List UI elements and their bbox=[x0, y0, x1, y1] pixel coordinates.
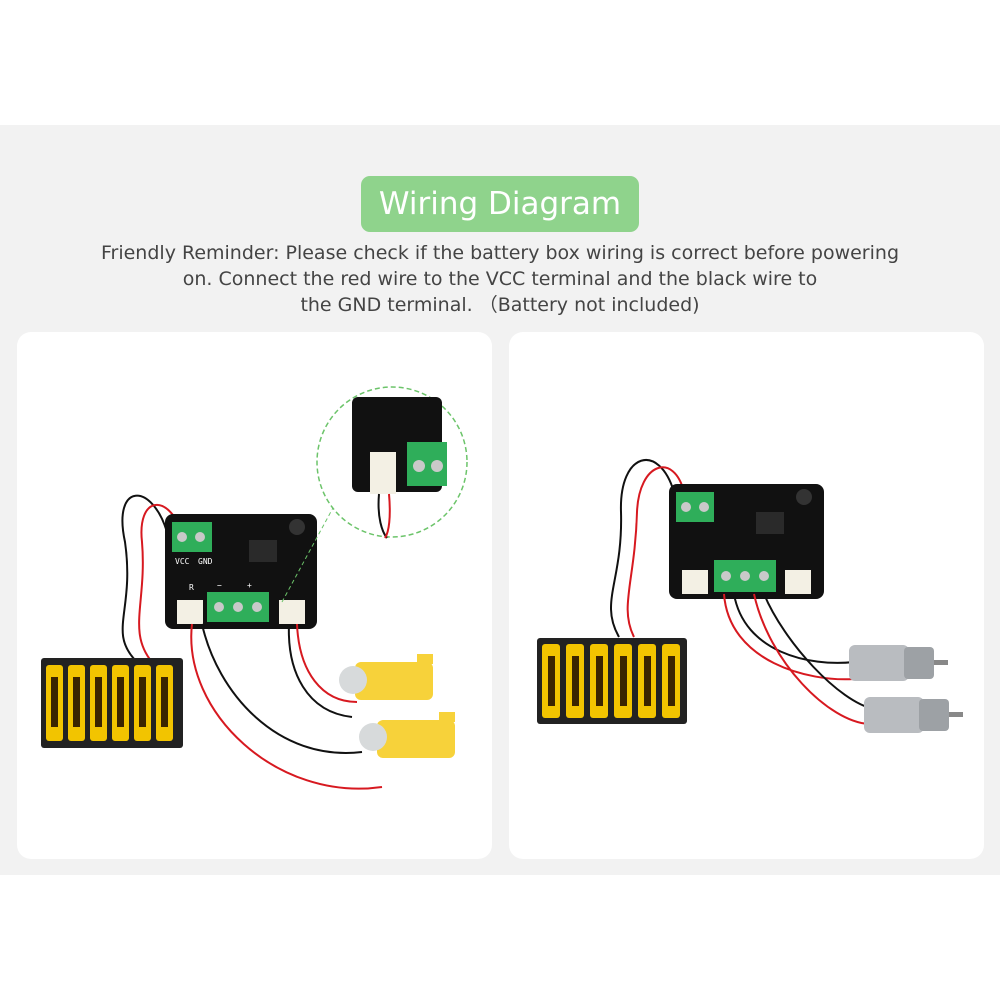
battery-red-wire bbox=[138, 503, 183, 663]
right-wiring-panel bbox=[509, 332, 984, 859]
right-wiring-illustration bbox=[537, 459, 963, 733]
motor-driver-board-icon: VCC GND R − + bbox=[165, 514, 317, 629]
reminder-line-3: the GND terminal. （Battery not included) bbox=[300, 294, 700, 316]
board-plus-label: + bbox=[247, 581, 252, 590]
yellow-gear-motor-icon bbox=[359, 712, 455, 758]
metal-gear-motor-icon bbox=[864, 697, 963, 733]
motor2-red-wire bbox=[190, 623, 383, 790]
friendly-reminder: Friendly Reminder: Please check if the b… bbox=[90, 240, 910, 318]
motor2-black-wire bbox=[763, 593, 875, 710]
board-gnd-label: GND bbox=[198, 557, 213, 566]
page-title: Wiring Diagram bbox=[361, 176, 639, 232]
board-minus-label: − bbox=[217, 581, 222, 590]
reminder-line-2: on. Connect the red wire to the VCC term… bbox=[182, 268, 818, 290]
motor1-black-wire bbox=[733, 593, 855, 664]
yellow-gear-motor-icon bbox=[339, 654, 433, 700]
motor2-red-wire bbox=[753, 593, 870, 725]
battery-box-icon bbox=[537, 638, 687, 724]
motor1-black-wire bbox=[287, 623, 353, 718]
left-wiring-panel: VCC GND R − + bbox=[17, 332, 492, 859]
battery-box-icon bbox=[41, 658, 183, 748]
board-r-label: R bbox=[189, 583, 194, 592]
reminder-line-1: Friendly Reminder: Please check if the b… bbox=[100, 242, 900, 264]
battery-black-wire bbox=[121, 494, 168, 663]
left-wiring-illustration: VCC GND R − + bbox=[41, 386, 468, 790]
motor2-black-wire bbox=[201, 623, 363, 754]
board-vcc-label: VCC bbox=[175, 557, 190, 566]
motor-driver-board-icon bbox=[669, 484, 824, 599]
metal-gear-motor-icon bbox=[849, 645, 948, 681]
battery-black-wire bbox=[610, 459, 675, 638]
motor1-red-wire bbox=[723, 593, 855, 681]
motor1-red-wire bbox=[296, 623, 358, 703]
magnifier-circle-icon bbox=[316, 386, 468, 539]
battery-red-wire bbox=[626, 466, 685, 638]
